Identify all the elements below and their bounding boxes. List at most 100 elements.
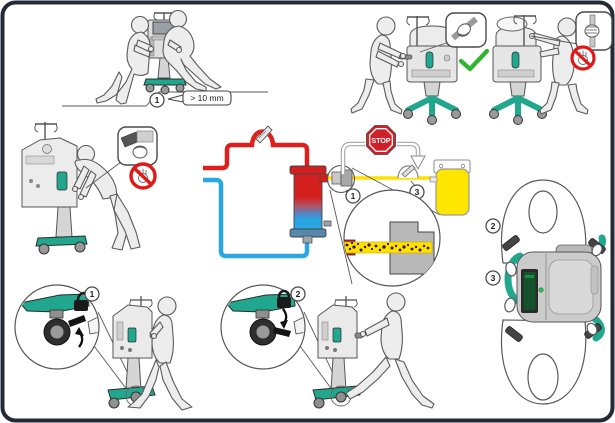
caster-hub [255,324,271,340]
caster-unlock-detail [19,293,98,348]
base-leg-arc-left [504,252,524,306]
person-braking [345,292,435,409]
venous-port [302,235,313,244]
connector-a [331,171,342,185]
base-leg [19,293,90,313]
side-port [323,220,332,227]
inset-leader [530,35,579,45]
prohibition-slash [573,49,593,68]
inset-leader [419,41,450,53]
clamp-hatch [258,130,270,142]
panel-caster-lock: 2 [220,284,435,409]
status-strip [511,51,520,69]
caster [489,109,499,119]
panel-gas-circuit: 1 STOP 3 [203,125,471,287]
knob [325,346,329,350]
housing-inset [548,259,594,315]
caster [175,83,185,93]
prohibition-icon [570,45,596,71]
callout-box [182,90,232,106]
trolley-column [330,357,347,391]
hang-hole [438,163,444,169]
device-screen [523,272,536,310]
clot-detail-magnifier [343,189,441,287]
down-arrow-icon [410,155,426,171]
person-pusher [350,16,407,115]
gap-callout: > 10 mm [167,90,232,106]
front-panel [25,155,55,165]
gas-outlet-port [319,173,329,183]
frame-edge [293,315,304,335]
status-strip [56,171,68,191]
fingers [586,26,597,34]
gas-line-right-inner [397,142,420,156]
pump-trolley [489,15,547,125]
person-pushing [127,296,193,411]
caster [403,109,413,119]
knob [443,54,451,62]
connector-marker-circle [345,188,361,204]
handles-marker-label: 2 [491,221,496,231]
humidifier [42,144,52,154]
bag-body [435,168,470,216]
iv-hooks [34,123,58,133]
padlock-body [74,300,88,311]
front-panel [497,69,535,78]
hand [504,297,516,313]
check-icon [458,48,490,72]
person-bottom-head [527,353,559,401]
gas-line-clamp [397,164,419,179]
lock-marker-label: 2 [296,289,301,299]
magnifier-cone-line [299,345,334,392]
stop-sign-text: STOP [372,138,391,145]
tube-clamp-icon [401,164,416,178]
hand [77,193,85,201]
padlock-shackle-closed [277,289,291,298]
hand [397,60,405,68]
thumb [458,31,470,36]
person-lifter-right [162,9,222,92]
oxygenator-body [293,172,323,231]
lock-arrow-head [280,320,288,329]
person-puller [528,17,589,115]
gas-tube-magnified [344,241,433,254]
status-strip [127,327,137,343]
caster-hub [49,324,65,340]
screen-line [525,275,534,278]
caster [427,115,437,125]
hand [71,185,79,193]
trolley-star-base [405,95,459,119]
lock-marker-circle [290,286,306,302]
stop-sign-icon: STOP [366,125,396,155]
pole-grip-inset [575,11,613,51]
front-panel [411,69,451,78]
connector-marker-label: 1 [351,191,356,201]
gap-callout-text: > 10 mm [190,93,223,103]
inset-leader [85,161,122,189]
iv-hooks [406,16,430,26]
gas-stop-line [340,141,426,174]
caster [513,115,523,125]
hand [175,46,183,54]
caster [145,83,155,93]
trolley-base [35,235,88,247]
caster [38,243,50,255]
pump-trolley [397,16,461,125]
gas-bag [429,159,471,216]
side-slot [116,321,124,341]
carry-handle-bottomleft [505,326,523,342]
hand [586,322,598,336]
oxygenator [289,165,332,244]
hand [399,52,407,60]
panel-caster-unlock: 1 [14,284,193,411]
step-marker-label: 1 [155,95,160,105]
unlock-marker-label: 1 [90,289,95,299]
connector-b [340,169,353,187]
handles-marker-circle [485,218,501,234]
trolley-base [143,78,187,86]
frame-edge [87,315,98,335]
status-strip [425,51,434,69]
panel-carry-top-view: 2 3 [485,179,606,405]
tube-clamp-icon [255,125,273,144]
